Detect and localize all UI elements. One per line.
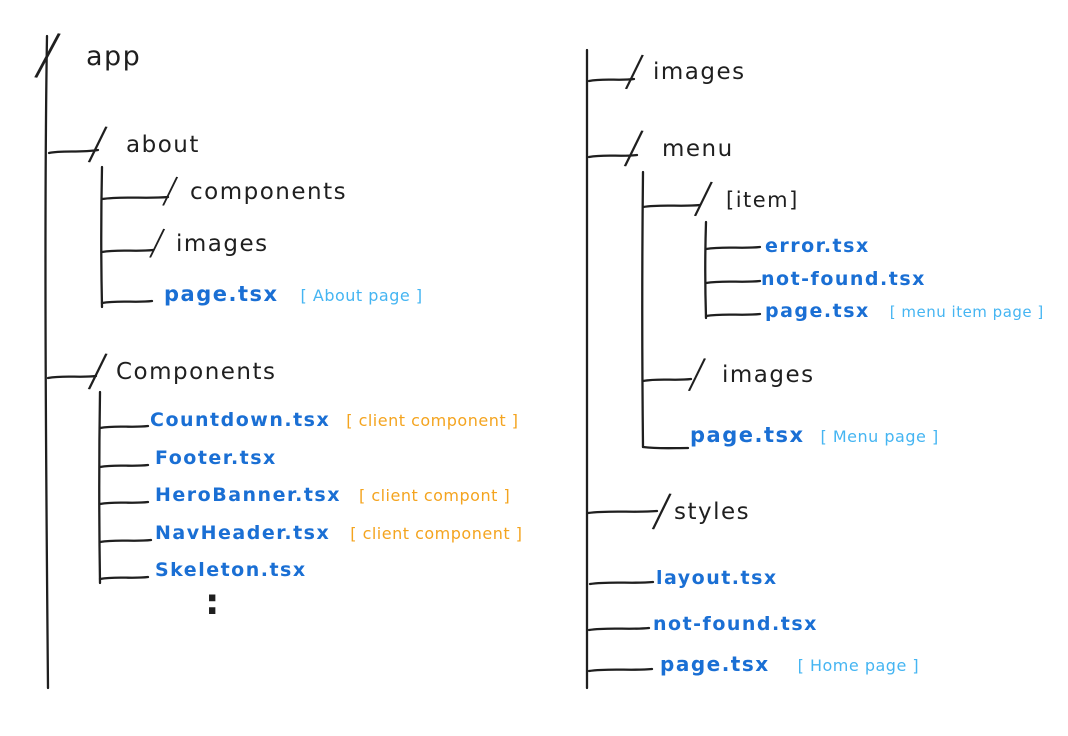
folder-label: components: [190, 179, 348, 205]
line-item-notfound-branch: [704, 279, 762, 285]
line-item-vertical: [704, 220, 708, 320]
file-label: HeroBanner.tsx: [155, 484, 341, 506]
tree-node-navheader: NavHeader.tsx [ client component ]: [155, 523, 522, 544]
line-home-page-branch: [587, 667, 654, 673]
line-notfound-branch: [587, 626, 651, 632]
line-components-vertical: [98, 390, 102, 585]
tree-node-countdown: Countdown.tsx [ client component ]: [150, 410, 518, 431]
folder-label: app: [86, 41, 142, 72]
file-label: page.tsx: [164, 282, 279, 306]
folder-label: [item]: [726, 188, 799, 212]
file-label: page.tsx: [660, 652, 770, 676]
line-skeleton-branch: [98, 575, 150, 581]
tree-node-footer: Footer.tsx: [155, 448, 277, 469]
file-label: error.tsx: [765, 235, 870, 257]
line-menu-vertical: [641, 170, 645, 449]
file-label: Countdown.tsx: [150, 409, 331, 431]
line-countdown-branch: [98, 424, 150, 430]
tree-node-menu-item-not-found: not-found.tsx: [761, 269, 926, 290]
annotation-note: [ Menu page ]: [820, 427, 939, 446]
folder-label: images: [653, 59, 746, 85]
folder-label: styles: [674, 499, 751, 525]
tree-node-about-images: / images: [148, 220, 269, 264]
tree-node-menu-page: page.tsx [ Menu page ]: [690, 423, 939, 447]
tree-node-app: / app: [32, 19, 142, 89]
file-label: page.tsx: [765, 300, 870, 322]
line-about-images-branch: [100, 248, 155, 254]
line-components-branch: [46, 374, 98, 380]
line-item-page-branch: [704, 312, 762, 318]
line-footer-branch: [98, 463, 150, 469]
line-about-branch: [47, 148, 100, 155]
folder-label: menu: [662, 136, 734, 162]
file-label: Footer.tsx: [155, 447, 277, 469]
tree-node-layout: layout.tsx: [656, 568, 778, 589]
tree-node-about-components: / components: [161, 168, 348, 212]
file-label: NavHeader.tsx: [155, 522, 331, 544]
line-right-trunk: [584, 48, 589, 690]
annotation-note: [ Home page ]: [797, 656, 920, 675]
line-menu-images-branch: [641, 377, 693, 383]
folder-label: images: [176, 231, 269, 257]
folder-label: images: [722, 362, 815, 388]
line-menu-page-branch: [641, 445, 690, 450]
tree-node-images: / images: [623, 45, 746, 98]
tree-node-menu-item-page: page.tsx [ menu item page ]: [765, 301, 1044, 322]
tree-node-skeleton: Skeleton.tsx: [155, 560, 307, 581]
file-label: layout.tsx: [656, 567, 778, 589]
file-label: page.tsx: [690, 423, 805, 447]
tree-node-menu-item: / [item]: [692, 172, 799, 225]
tree-node-menu-item-error: error.tsx: [765, 236, 870, 257]
annotation-note: [ menu item page ]: [889, 303, 1044, 321]
folder-label: about: [126, 132, 200, 158]
line-images-branch: [587, 77, 636, 83]
folder-label: Components: [116, 359, 277, 385]
tree-node-not-found: not-found.tsx: [653, 614, 818, 635]
line-left-trunk: [44, 34, 50, 690]
tree-node-about-page: page.tsx [ About page ]: [164, 282, 423, 306]
line-menu-branch: [587, 153, 639, 159]
line-layout-branch: [588, 580, 655, 586]
line-about-components-branch: [100, 195, 170, 201]
file-label: not-found.tsx: [761, 268, 926, 290]
tree-node-home-page: page.tsx [ Home page ]: [660, 653, 919, 675]
annotation-note: [ client compont ]: [358, 486, 511, 505]
file-label: not-found.tsx: [653, 613, 818, 635]
tree-node-menu: / menu: [622, 119, 734, 175]
line-item-branch: [641, 203, 702, 209]
tree-node-styles: / styles: [650, 482, 751, 538]
tree-node-herobanner: HeroBanner.tsx [ client compont ]: [155, 485, 510, 506]
tree-node-menu-images: / images: [686, 348, 815, 399]
vertical-ellipsis: :: [205, 582, 220, 623]
more-items-ellipsis: :: [205, 583, 219, 623]
line-error-branch: [704, 245, 762, 251]
line-navheader-branch: [98, 538, 153, 544]
annotation-note: [ client component ]: [350, 524, 523, 543]
annotation-note: [ About page ]: [300, 286, 423, 305]
annotation-note: [ client component ]: [346, 411, 519, 430]
tree-node-components: / Components: [86, 342, 277, 398]
file-label: Skeleton.tsx: [155, 559, 307, 581]
line-herobanner-branch: [98, 500, 150, 506]
tree-node-about: / about: [86, 115, 200, 171]
line-styles-branch: [586, 509, 659, 515]
line-about-page-branch: [100, 299, 154, 305]
line-about-vertical: [100, 165, 104, 309]
